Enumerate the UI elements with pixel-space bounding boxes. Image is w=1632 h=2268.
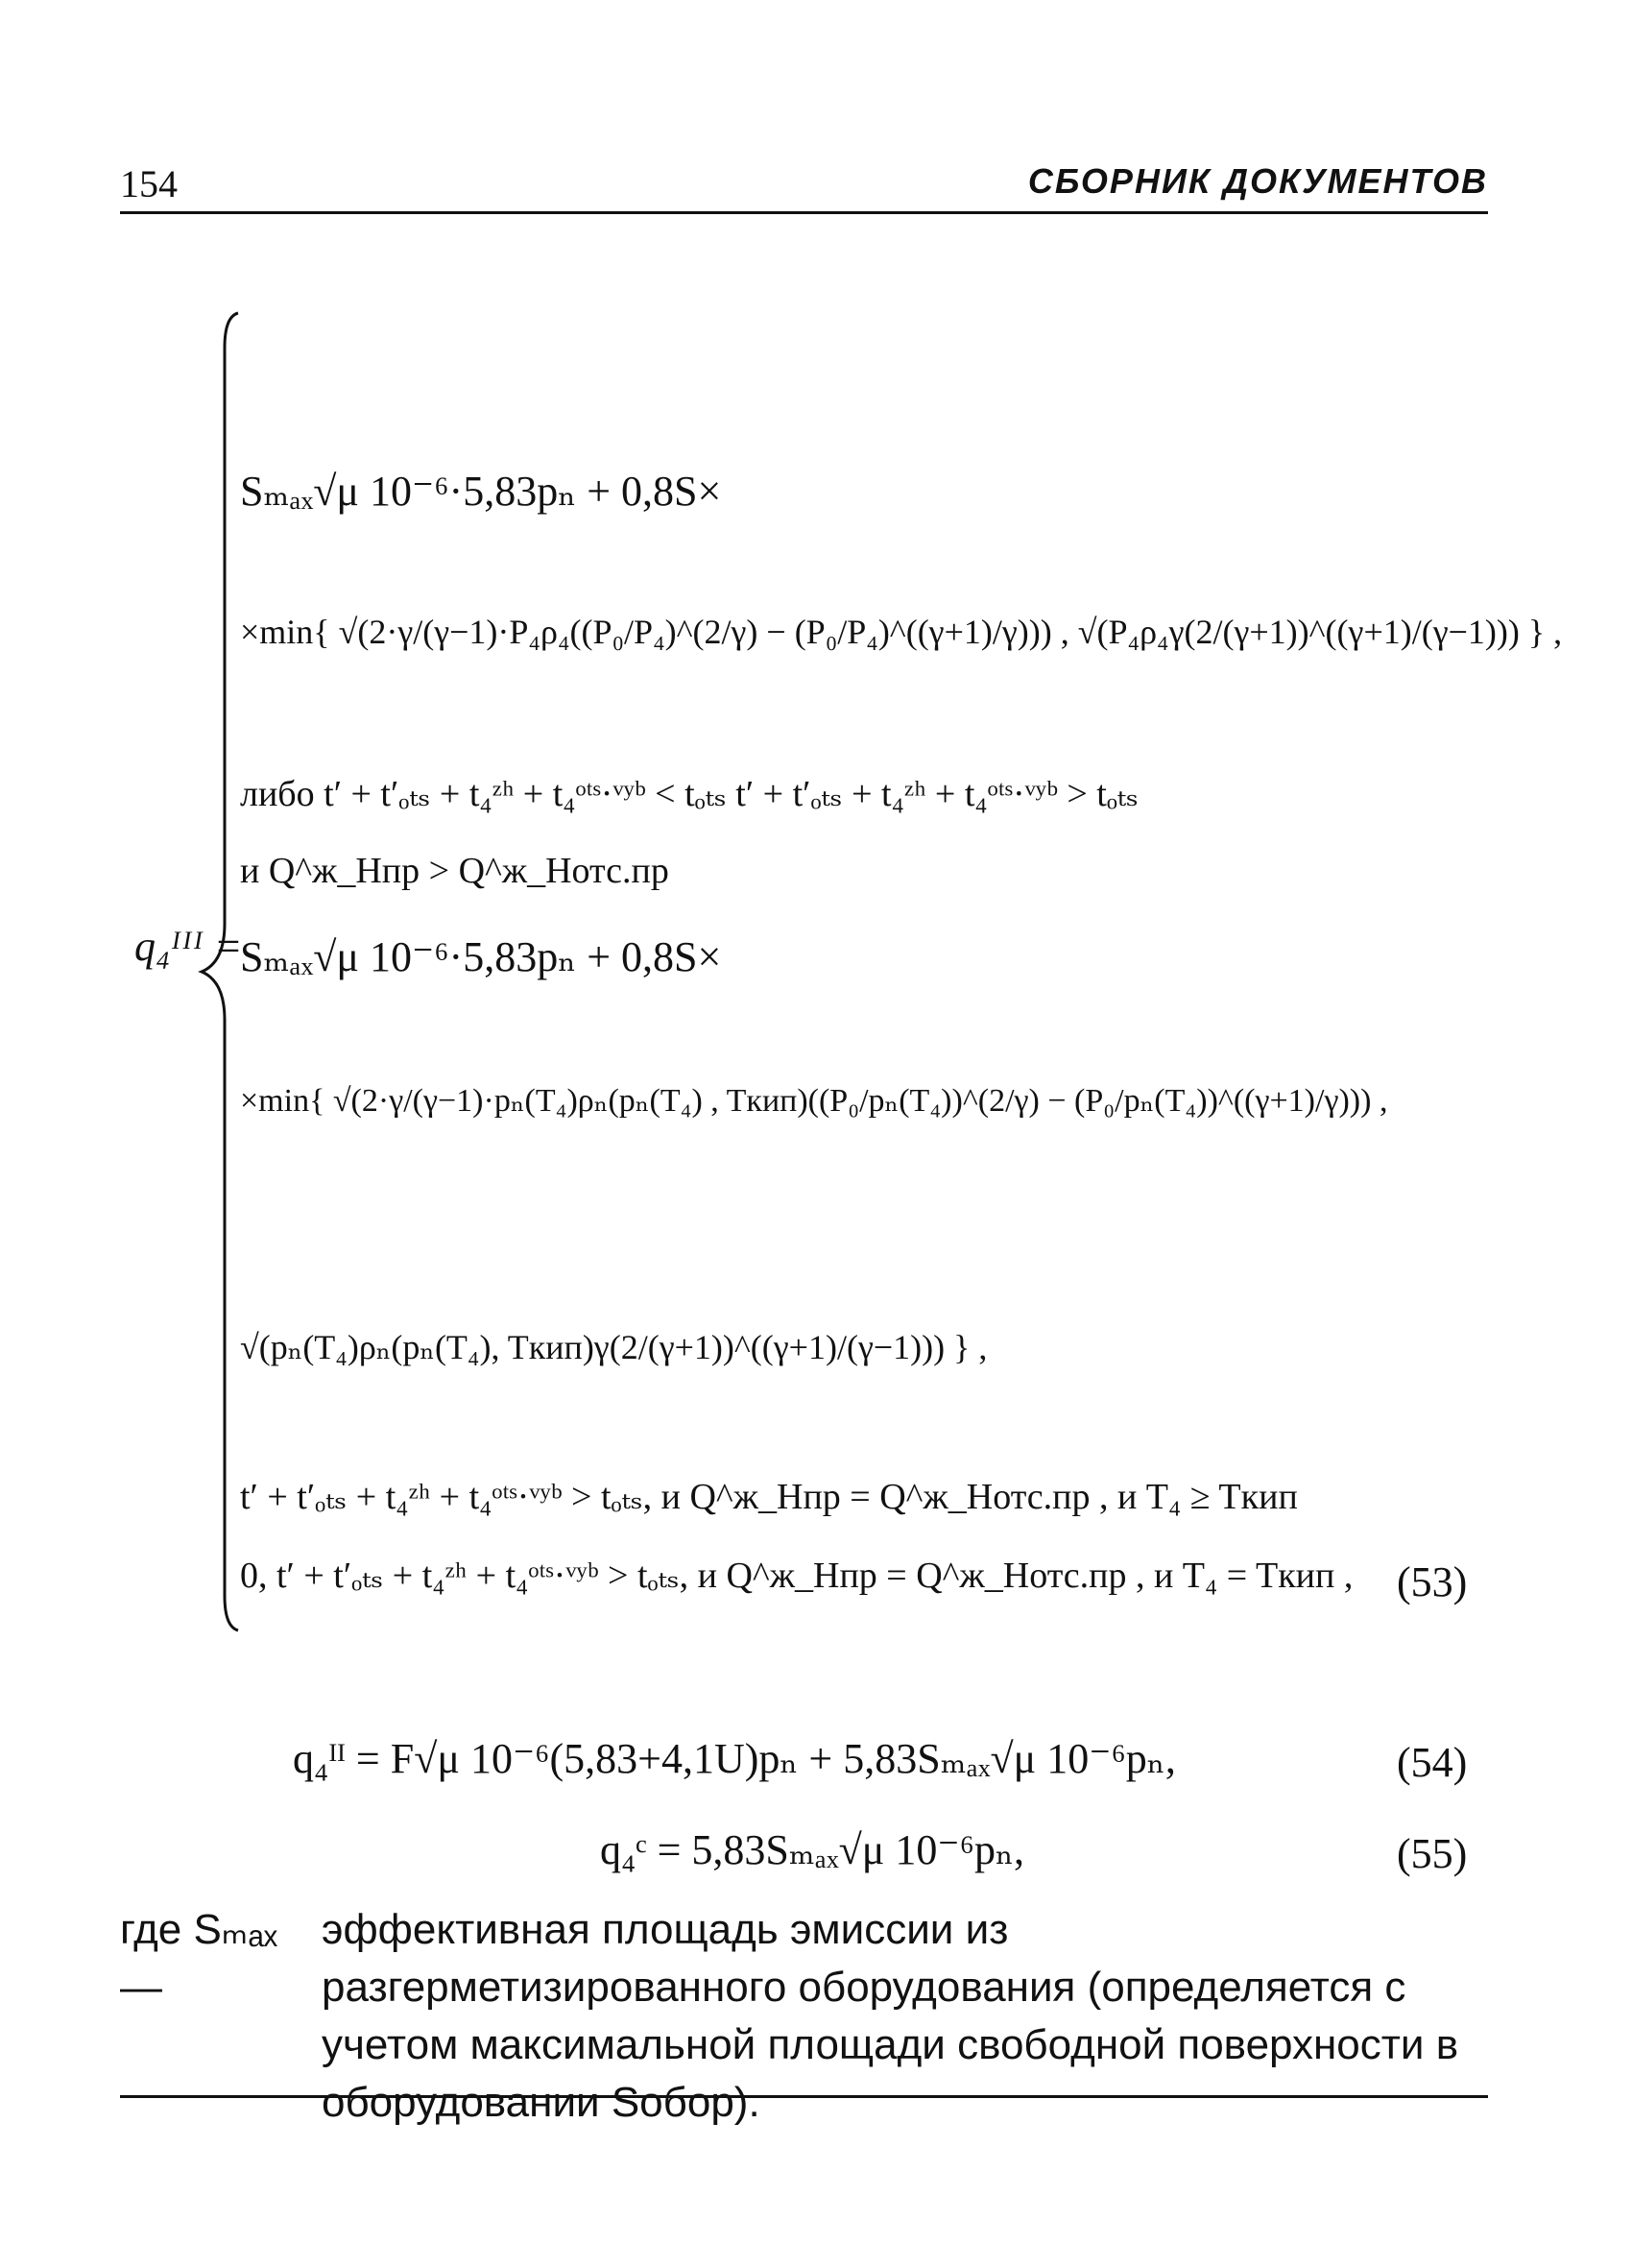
definition-body: эффективная площадь эмиссии из разгермет… [322, 1906, 1459, 2126]
formula-55-number: (55) [1397, 1830, 1468, 1877]
formula-54-number: (54) [1397, 1739, 1468, 1786]
formula-54: q₄ᴵᴵ = F√μ 10⁻⁶(5,83+4,1U)pₙ + 5,83Sₘₐₓ√… [293, 1735, 1176, 1782]
definition-paragraph: где Sₘₐₓ — эффективная площадь эмиссии из… [120, 1901, 1493, 2132]
system-brace [198, 311, 239, 1632]
formula-53-line-4: и Q^ж_Hпр > Q^ж_Hотс.пр [240, 851, 669, 891]
formula-53-line-3: либо t′ + t′ₒₜₛ + t₄ᶻʰ + t₄ᵒᵗˢ·ᵛʸᵇ < tₒₜ… [240, 774, 1139, 814]
running-title: СБОРНИК ДОКУМЕНТОВ [1027, 161, 1488, 201]
formula-53-line-8: t′ + t′ₒₜₛ + t₄ᶻʰ + t₄ᵒᵗˢ·ᵛʸᵇ > tₒₜₛ, и … [240, 1477, 1298, 1517]
formula-53-number: (53) [1397, 1558, 1468, 1605]
formula-53-line-5: Sₘₐₓ√μ 10⁻⁶·5,83pₙ + 0,8S× [240, 933, 722, 980]
formula-55: q₄ᶜ = 5,83Sₘₐₓ√μ 10⁻⁶pₙ, [600, 1826, 1024, 1873]
formula-53-line-2: ×min{ √(2·γ/(γ−1)·P₄ρ₄((P₀/P₄)^(2/γ) − (… [240, 613, 1563, 651]
definition-term: где Sₘₐₓ — [120, 1906, 278, 2011]
formula-53-line-9: 0, t′ + t′ₒₜₛ + t₄ᶻʰ + t₄ᵒᵗˢ·ᵛʸᵇ > tₒₜₛ,… [240, 1556, 1354, 1596]
formula-53-line-1: Sₘₐₓ√μ 10⁻⁶·5,83pₙ + 0,8S× [240, 468, 722, 515]
header-rule [120, 211, 1488, 214]
formula-53-line-6: ×min{ √(2·γ/(γ−1)·pₙ(T₄)ρₙ(pₙ(T₄) , Tкип… [240, 1083, 1388, 1119]
formula-53-lhs: q₄ᴵᴵᴵ = [134, 923, 243, 970]
footer-rule [120, 2095, 1488, 2098]
formula-53-line-7: √(pₙ(T₄)ρₙ(pₙ(T₄), Tкип)γ(2/(γ+1))^((γ+1… [240, 1328, 988, 1366]
page-number: 154 [120, 162, 178, 205]
